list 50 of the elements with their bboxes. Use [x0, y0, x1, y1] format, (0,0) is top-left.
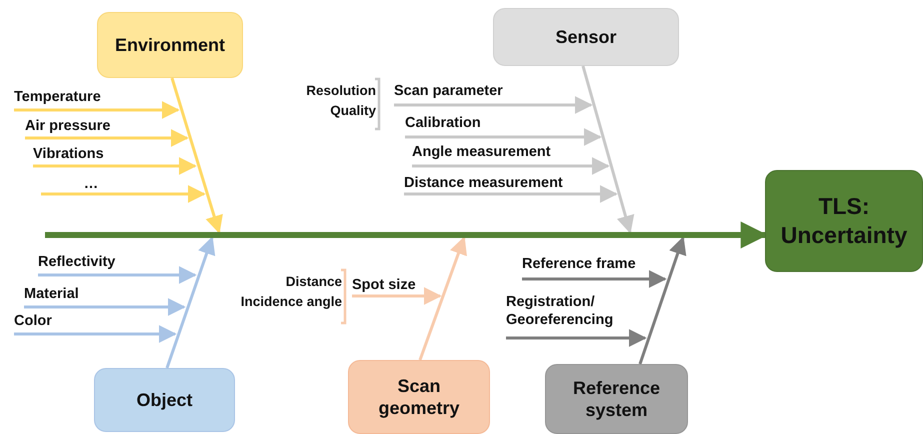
- arrow: [638, 236, 686, 364]
- cause-label: Temperature: [14, 88, 101, 110]
- arrow: [418, 236, 467, 360]
- cause-label: Air pressure: [25, 117, 110, 138]
- cause-label: Scan parameter: [394, 82, 503, 105]
- arrow: [170, 78, 223, 234]
- category-label: Scan geometry: [377, 374, 461, 420]
- arrow: [14, 101, 180, 119]
- category-box: [493, 8, 679, 66]
- category-label: Environment: [114, 34, 225, 56]
- category-box: [97, 12, 243, 78]
- arrow: [506, 329, 647, 347]
- arrow: [41, 185, 206, 203]
- sub-cause-label: Resolution: [306, 82, 376, 99]
- category-box: [545, 364, 688, 434]
- cause-label: Reference frame: [522, 255, 636, 279]
- sub-cause-label: Distance: [286, 273, 342, 290]
- arrow: [24, 298, 186, 316]
- arrow: [582, 66, 634, 234]
- category-box: [765, 170, 923, 272]
- cause-label: Angle measurement: [412, 143, 551, 166]
- arrow: [38, 266, 197, 284]
- category-label: Object: [136, 388, 192, 412]
- cause-label: …: [41, 175, 141, 194]
- sub-cause-label: Quality: [330, 102, 376, 119]
- cause-label: Color: [14, 312, 52, 334]
- category-label: Reference system: [572, 376, 662, 422]
- sub-cause-label: Incidence angle: [240, 293, 342, 310]
- category-box: [94, 368, 235, 432]
- arrow: [352, 287, 442, 305]
- cause-label: Calibration: [405, 114, 481, 137]
- arrow: [412, 157, 610, 175]
- arrow: [25, 129, 189, 147]
- cause-label: Registration/ Georeferencing: [506, 293, 618, 338]
- cause-label: Vibrations: [33, 145, 104, 166]
- arrow: [33, 157, 197, 175]
- arrow: [14, 325, 177, 343]
- cause-label: Material: [24, 285, 79, 307]
- arrow: [166, 236, 216, 368]
- spine-bar: [45, 232, 700, 238]
- cause-label: Reflectivity: [38, 253, 116, 275]
- category-box: [348, 360, 490, 434]
- arrow: [405, 128, 602, 146]
- arrow: [394, 96, 593, 114]
- arrow: [404, 185, 618, 203]
- arrow: [522, 270, 667, 288]
- cause-label: Distance measurement: [404, 174, 563, 194]
- cause-label: Spot size: [352, 276, 416, 296]
- category-label: TLS: Uncertainty: [780, 192, 908, 250]
- category-label: Sensor: [555, 26, 617, 48]
